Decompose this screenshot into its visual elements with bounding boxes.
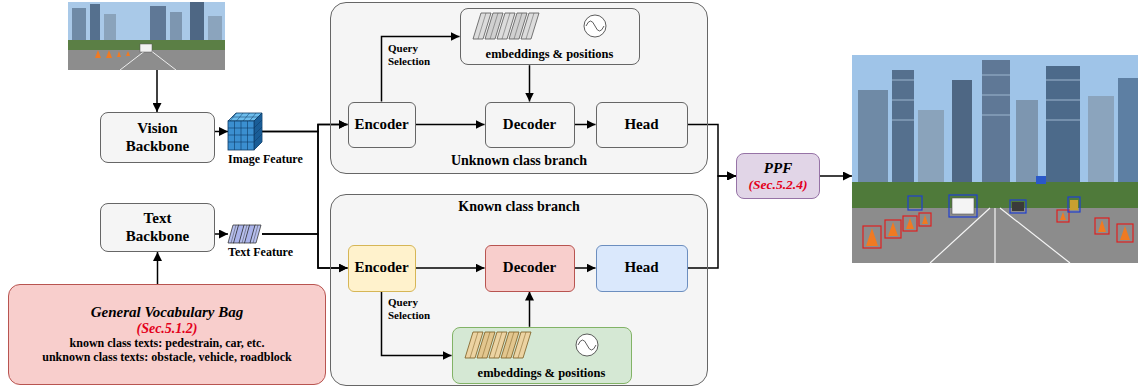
box-label: Vision Backbone — [111, 120, 204, 155]
branch-panel: Unknown class branch Encoder embeddings & … — [330, 2, 708, 174]
box-label: Head — [624, 116, 658, 133]
box-title: General Vocabulary Bag — [91, 304, 244, 321]
box-label: embeddings & positions — [478, 366, 606, 380]
vocabulary-box: General Vocabulary Bag(Sec.5.1.2)known c… — [8, 284, 326, 385]
icon-graphic — [228, 113, 262, 150]
icon-graphic — [461, 9, 641, 43]
edge-label: Query Selection — [388, 42, 442, 67]
feature-label: Image Feature — [228, 153, 303, 167]
icon-graphic — [228, 225, 262, 243]
feature-label: Text Feature — [228, 246, 293, 260]
box-label: Decoder — [503, 259, 556, 276]
branch-title: Known class branch — [458, 199, 579, 215]
encoder-box: Encoder — [348, 245, 416, 292]
embedding-box: embeddings & positions — [452, 327, 632, 384]
head-box: Head — [596, 102, 688, 148]
embedding-box: embeddings & positions — [460, 8, 640, 65]
head-box: Head — [596, 245, 688, 292]
output-arrow — [820, 175, 852, 177]
box-label: Encoder — [354, 259, 408, 276]
box-label: PPF — [764, 160, 792, 177]
class-list: unknown class texts: obstacle, vehicle, … — [42, 351, 291, 365]
branch-panel: Known class branchEncoder Decoder Head embe… — [330, 194, 708, 386]
feature-icon: Image Feature — [228, 113, 262, 150]
output-photo — [852, 55, 1138, 263]
backbone-box: Text Backbone — [100, 203, 215, 252]
section-ref: (Sec.5.1.2) — [136, 321, 197, 337]
input-arrow — [156, 70, 158, 112]
feature-icon: Text Feature — [228, 225, 262, 243]
input-photo — [68, 2, 225, 70]
box-label: embeddings & positions — [486, 47, 614, 61]
section-ref: (Sec.5.2.4) — [749, 177, 808, 193]
backbone-box: Vision Backbone — [100, 112, 215, 163]
branch-title: Unknown class branch — [451, 153, 587, 169]
decoder-box: Decoder — [485, 245, 575, 292]
box-label: Head — [624, 259, 658, 276]
class-list: known class texts: pedestrain, car, etc. — [70, 337, 265, 351]
box-label: Decoder — [503, 116, 556, 133]
flow-arrow — [157, 252, 159, 284]
icon-graphic — [453, 328, 633, 362]
edge-label: Query Selection — [388, 296, 442, 321]
ppf-box: PPF(Sec.5.2.4) — [736, 153, 820, 199]
box-label: Text Backbone — [111, 210, 204, 245]
box-label: Encoder — [354, 116, 408, 133]
encoder-box: Encoder — [348, 102, 416, 148]
flow-arrow — [215, 233, 228, 235]
decoder-box: Decoder — [485, 102, 575, 148]
flow-arrow — [215, 131, 228, 133]
